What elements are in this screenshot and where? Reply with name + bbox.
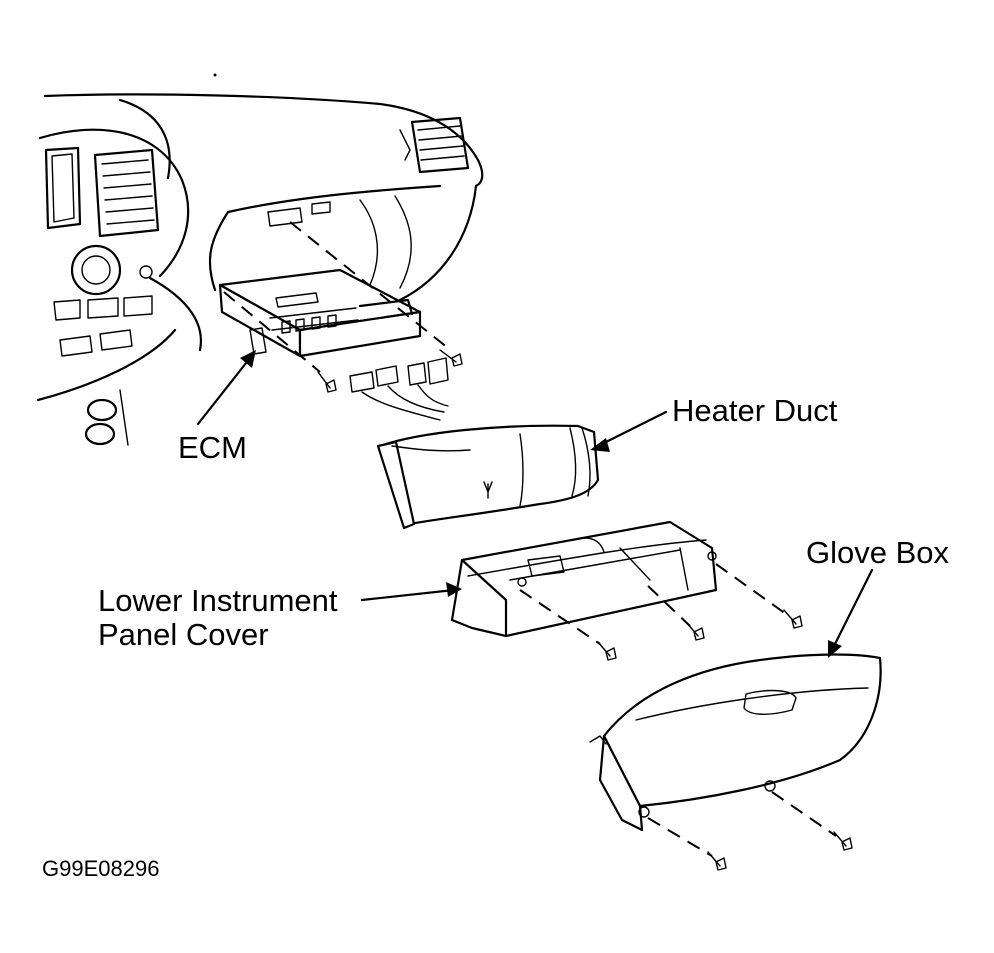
lower-panel-cover-label-line2: Panel Cover <box>98 617 269 652</box>
assembly-lines <box>223 221 837 857</box>
ecm-screws <box>317 349 463 393</box>
glove-box-label: Glove Box <box>806 535 950 570</box>
mounting-screws <box>597 609 853 871</box>
heater-duct-label: Heater Duct <box>672 393 838 428</box>
glove-box <box>589 653 882 832</box>
lower-panel-cover-label-line1: Lower Instrument <box>98 583 338 618</box>
dashboard <box>36 73 484 446</box>
ecm-connectors <box>349 357 449 421</box>
lower-instrument-panel-cover <box>450 520 718 638</box>
ecm-label: ECM <box>178 430 247 465</box>
ecm-module <box>218 268 422 358</box>
heater-duct <box>376 424 600 530</box>
leader-arrows <box>196 350 874 658</box>
figure-code: G99E08296 <box>42 856 160 881</box>
